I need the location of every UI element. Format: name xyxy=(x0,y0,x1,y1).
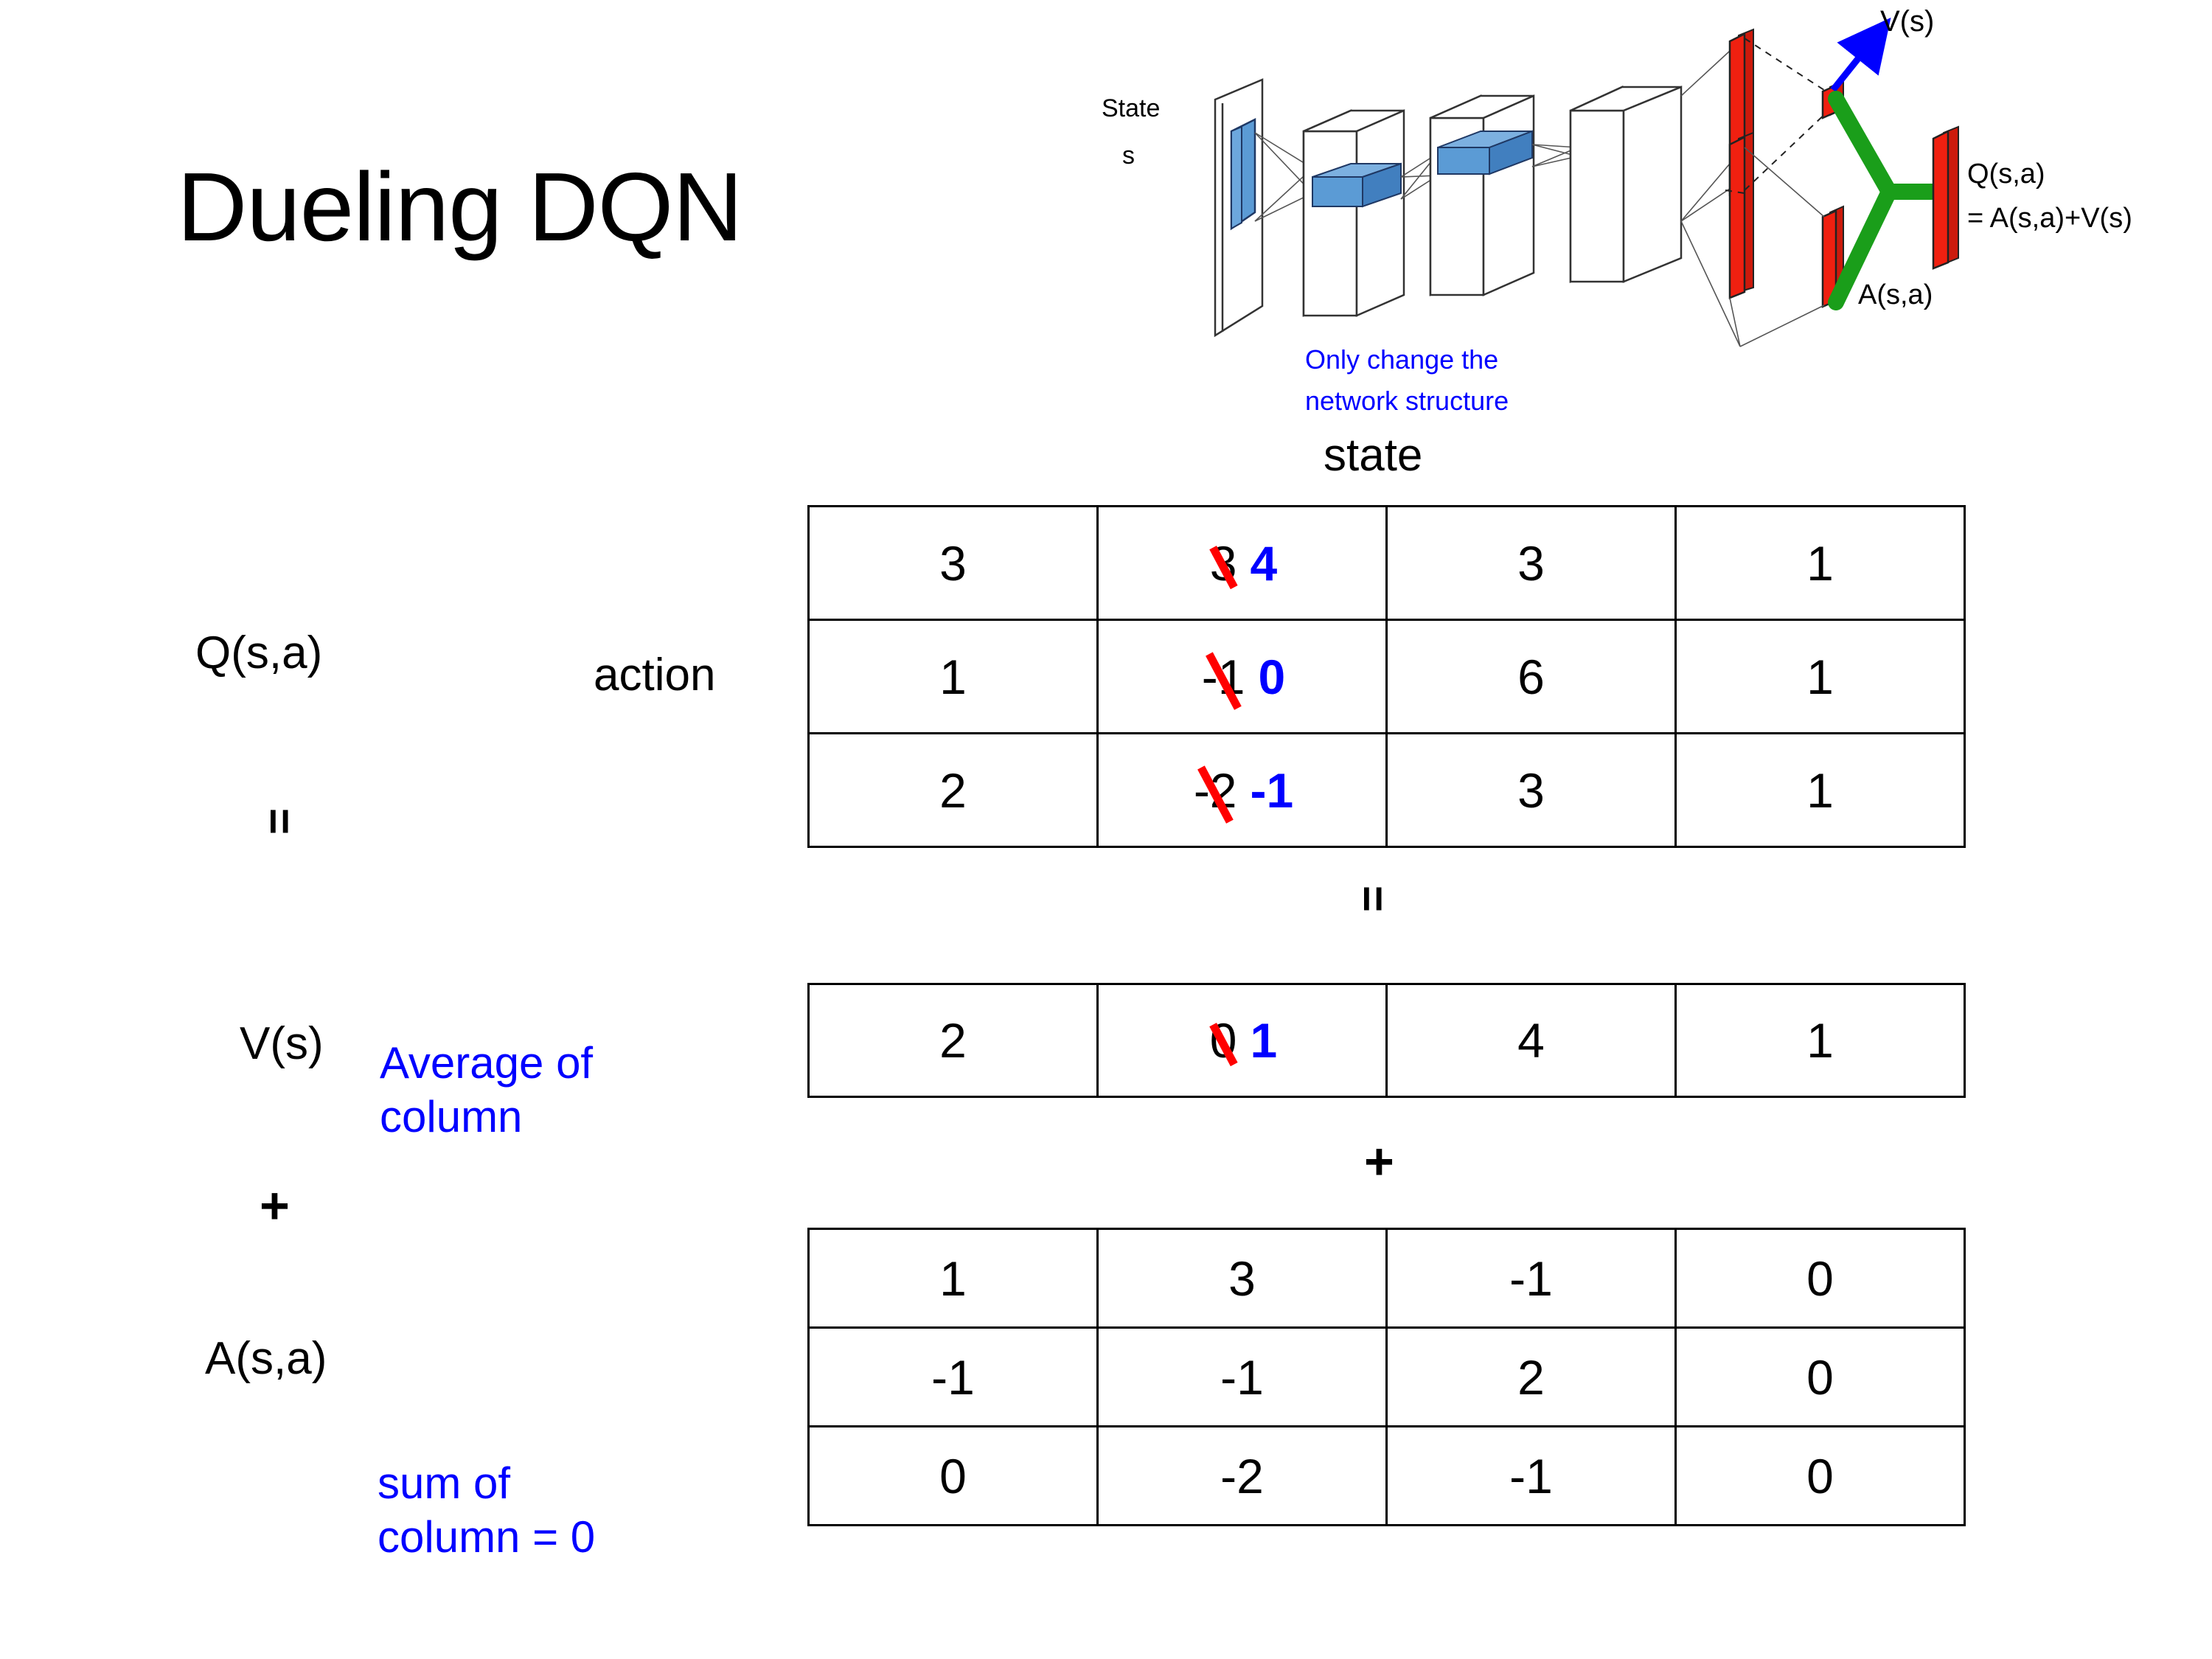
v-cell-c3: 1 xyxy=(1674,983,1966,1098)
advantage-stream-bar-icon xyxy=(1728,131,1754,299)
v-cell-c1-old: 0 xyxy=(1207,1012,1240,1068)
q-cell-r1c2: 6 xyxy=(1385,619,1677,734)
q-output-bar-icon xyxy=(1932,125,1959,270)
page-title: Dueling DQN xyxy=(177,153,743,261)
q-cell-r2c1: -2 -1 xyxy=(1096,732,1388,848)
diagram-advantage-label: A(s,a) xyxy=(1858,279,1933,310)
table-row: 2 -2 -1 3 1 xyxy=(807,732,1966,848)
table-row: 3 3 4 3 1 xyxy=(807,505,1966,621)
q-cell-r1c0: 1 xyxy=(807,619,1099,734)
q-cell-r0c1-old: 3 xyxy=(1207,535,1240,591)
v-function-label: V(s) xyxy=(240,1018,324,1069)
a-cell-r1c1: -1 xyxy=(1096,1326,1388,1427)
q-cell-r0c1: 3 4 xyxy=(1096,505,1388,621)
a-cell-r1c0: -1 xyxy=(807,1326,1099,1427)
a-cell-r2c1: -2 xyxy=(1096,1425,1388,1526)
v-note-line1: Average of xyxy=(380,1038,594,1088)
mid-equals-sign: = xyxy=(1347,885,1399,913)
a-cell-r2c3: 0 xyxy=(1674,1425,1966,1526)
q-cell-r0c2: 3 xyxy=(1385,505,1677,621)
q-function-label: Q(s,a) xyxy=(195,627,323,678)
q-cell-r1c3: 1 xyxy=(1674,619,1966,734)
v-note: Average of column xyxy=(380,1036,593,1144)
q-cell-r0c0: 3 xyxy=(807,505,1099,621)
network-note-line1: Only change the xyxy=(1305,344,1498,375)
v-note-line2: column xyxy=(380,1092,523,1142)
fc-block-icon xyxy=(1569,86,1683,283)
diagram-q-label-line1: Q(s,a) xyxy=(1967,159,2045,189)
a-function-label: A(s,a) xyxy=(205,1333,327,1384)
q-value-table: 3 3 4 3 1 1 -1 0 6 1 2 -2 -1 3 1 xyxy=(807,505,1966,848)
q-cell-r2c0: 2 xyxy=(807,732,1099,848)
a-cell-r0c0: 1 xyxy=(807,1228,1099,1329)
left-plus-sign: + xyxy=(260,1177,290,1234)
a-cell-r1c3: 0 xyxy=(1674,1326,1966,1427)
table-row: -1 -1 2 0 xyxy=(807,1326,1966,1427)
a-note: sum of column = 0 xyxy=(378,1456,595,1564)
v-value-table: 2 0 1 4 1 xyxy=(807,983,1966,1098)
merge-connector-icon xyxy=(1828,91,1940,310)
table-row: 1 3 -1 0 xyxy=(807,1228,1966,1329)
diagram-q-label-line2: = A(s,a)+V(s) xyxy=(1967,203,2132,234)
conv-block-1-icon xyxy=(1302,109,1405,317)
a-note-line2: column = 0 xyxy=(378,1512,596,1562)
input-patch-icon xyxy=(1230,117,1256,231)
table-row: 2 0 1 4 1 xyxy=(807,983,1966,1098)
input-plane-icon xyxy=(1214,78,1264,338)
q-cell-r2c1-old: -2 xyxy=(1191,762,1240,818)
a-value-table: 1 3 -1 0 -1 -1 2 0 0 -2 -1 0 xyxy=(807,1228,1966,1526)
q-equals-sign: = xyxy=(254,807,305,835)
a-cell-r1c2: 2 xyxy=(1385,1326,1677,1427)
v-cell-c2: 4 xyxy=(1385,983,1677,1098)
action-axis-label: action xyxy=(594,650,716,700)
q-cell-r2c1-new: -1 xyxy=(1250,762,1294,818)
a-note-line1: sum of xyxy=(378,1458,511,1508)
mid-plus-sign: + xyxy=(1364,1133,1394,1190)
v-cell-c0: 2 xyxy=(807,983,1099,1098)
dueling-network-diagram: State s Only change the network structur… xyxy=(1091,0,2212,420)
a-cell-r0c3: 0 xyxy=(1674,1228,1966,1329)
table-row: 1 -1 0 6 1 xyxy=(807,619,1966,734)
q-cell-r1c1: -1 0 xyxy=(1096,619,1388,734)
conv-block-2-icon xyxy=(1429,94,1535,296)
a-cell-r0c1: 3 xyxy=(1096,1228,1388,1329)
a-cell-r2c0: 0 xyxy=(807,1425,1099,1526)
feature-bar-1-icon xyxy=(1312,162,1402,208)
table-row: 0 -2 -1 0 xyxy=(807,1425,1966,1526)
v-cell-c1-new: 1 xyxy=(1250,1013,1278,1068)
q-cell-r0c1-new: 4 xyxy=(1250,535,1278,591)
state-axis-label: state xyxy=(1324,430,1423,481)
q-cell-r1c1-new: 0 xyxy=(1258,649,1286,704)
q-cell-r2c3: 1 xyxy=(1674,732,1966,848)
diagram-value-label: V(s) xyxy=(1880,5,1934,38)
a-cell-r2c2: -1 xyxy=(1385,1425,1677,1526)
network-note-line2: network structure xyxy=(1305,386,1509,416)
feature-bar-2-icon xyxy=(1437,130,1533,175)
state-label-line1: State xyxy=(1102,94,1160,122)
v-cell-c1: 0 1 xyxy=(1096,983,1388,1098)
q-cell-r1c1-old: -1 xyxy=(1199,649,1248,705)
value-arrow-icon xyxy=(1830,17,1891,92)
state-label-line2: s xyxy=(1122,142,1135,170)
q-cell-r2c2: 3 xyxy=(1385,732,1677,848)
q-cell-r0c3: 1 xyxy=(1674,505,1966,621)
a-cell-r0c2: -1 xyxy=(1385,1228,1677,1329)
